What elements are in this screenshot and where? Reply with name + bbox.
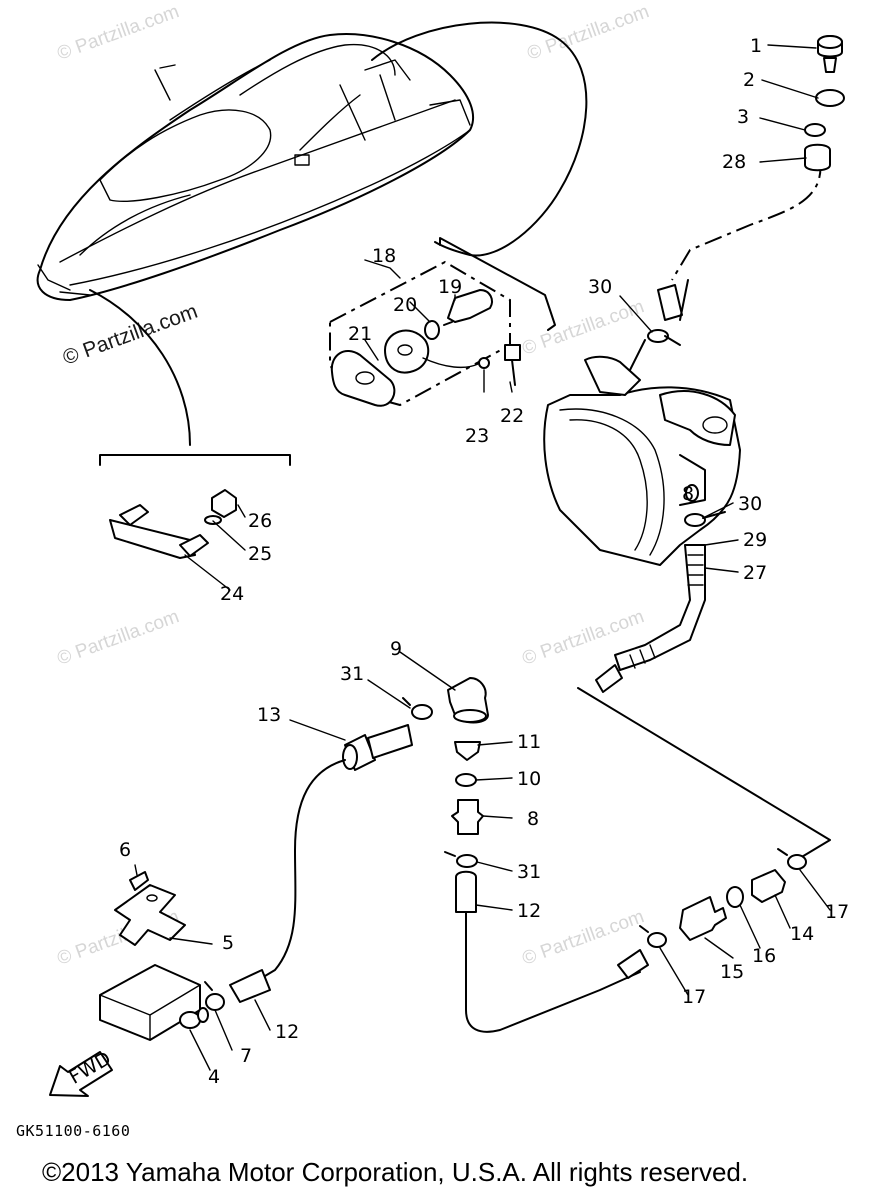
clamp-17-right (777, 848, 807, 870)
clip-3 (804, 123, 826, 137)
elbow-9 (447, 677, 489, 724)
hose-28-end (804, 143, 831, 172)
callout-12a: 12 (517, 900, 541, 922)
hose-28 (671, 159, 822, 281)
callout-31b: 31 (517, 861, 541, 883)
callout-15: 15 (720, 961, 744, 983)
box-4 (99, 964, 209, 1041)
callout-5: 5 (222, 932, 234, 954)
fitting-8 (451, 799, 484, 835)
fitting-11 (454, 741, 481, 761)
clamp-31-upper (402, 697, 433, 720)
leader-lines (134, 44, 831, 1071)
callout-numbers: 1 2 3 28 30 18 19 20 21 22 23 8 30 29 27… (119, 35, 849, 1088)
callout-6: 6 (119, 839, 131, 861)
watermark: © Partzilla.com (60, 300, 201, 370)
watermark: © Partzilla.com (525, 1, 652, 65)
bracket-5 (114, 884, 186, 946)
clamp-31-lower (444, 851, 478, 868)
callout-1: 1 (750, 35, 762, 57)
callout-8b: 8 (527, 808, 539, 830)
callout-26: 26 (248, 510, 272, 532)
hull-to-stay-leader (89, 289, 191, 446)
callout-25: 25 (248, 543, 272, 565)
clamp-17-left (639, 925, 667, 948)
watermarks: © Partzilla.com © Partzilla.com © Partzi… (55, 1, 652, 970)
callout-7: 7 (240, 1045, 252, 1067)
hose-28-lower-end (657, 284, 683, 321)
callout-12b: 12 (275, 1021, 299, 1043)
callout-2: 2 (743, 69, 755, 91)
callout-17b: 17 (825, 901, 849, 923)
callout-17a: 17 (682, 986, 706, 1008)
callout-18: 18 (372, 245, 396, 267)
callout-13: 13 (257, 704, 281, 726)
callout-24: 24 (220, 583, 244, 605)
hose-27-leader (577, 687, 831, 859)
callout-16: 16 (752, 945, 776, 967)
callout-9: 9 (390, 638, 402, 660)
callout-21: 21 (348, 323, 372, 345)
copyright-notice: ©2013 Yamaha Motor Corporation, U.S.A. A… (42, 1157, 749, 1187)
watermark: © Partzilla.com (55, 606, 182, 670)
callout-4: 4 (208, 1066, 220, 1088)
o-ring-10 (455, 773, 477, 787)
hose-12-right (465, 911, 641, 1033)
callout-14: 14 (790, 923, 814, 945)
bolt-6 (129, 871, 149, 891)
hose-12-left (249, 759, 346, 986)
diagram-code: GK51100-6160 (16, 1122, 131, 1140)
stay-parts (109, 489, 237, 559)
hose-12-right-far-end (617, 949, 649, 979)
washer-16 (726, 886, 744, 908)
fwd-arrow: FWD (49, 1047, 115, 1097)
callout-23: 23 (465, 425, 489, 447)
hull-to-engine-loop (371, 21, 588, 257)
callout-31a: 31 (340, 663, 364, 685)
callout-10: 10 (517, 768, 541, 790)
hose-13 (342, 724, 413, 771)
watermark: © Partzilla.com (55, 1, 182, 65)
clamp-30-upper (647, 329, 681, 346)
cap-1 (817, 35, 843, 73)
callout-22: 22 (500, 405, 524, 427)
callout-20: 20 (393, 294, 417, 316)
callout-19: 19 (438, 276, 462, 298)
callout-27: 27 (743, 562, 767, 584)
fitting-15 (679, 896, 727, 941)
engine-body (543, 339, 741, 566)
fitting-14 (751, 869, 786, 903)
washer-2 (815, 89, 845, 107)
hose-12-left-end (229, 969, 271, 1003)
hose-27 (595, 544, 706, 693)
stay-bracket-line (99, 454, 291, 466)
callout-30a: 30 (588, 276, 612, 298)
clamp-30-lower (684, 511, 726, 527)
callout-11: 11 (517, 731, 541, 753)
callout-8a: 8 (682, 483, 694, 505)
clamp-7 (204, 981, 225, 1011)
callout-29: 29 (743, 529, 767, 551)
fitting-assembly-18 (329, 237, 556, 407)
callout-28: 28 (722, 151, 746, 173)
hose-12-right-end (455, 870, 477, 913)
callout-30b: 30 (738, 493, 762, 515)
watercraft-illustration (36, 33, 475, 301)
callout-3: 3 (737, 106, 749, 128)
